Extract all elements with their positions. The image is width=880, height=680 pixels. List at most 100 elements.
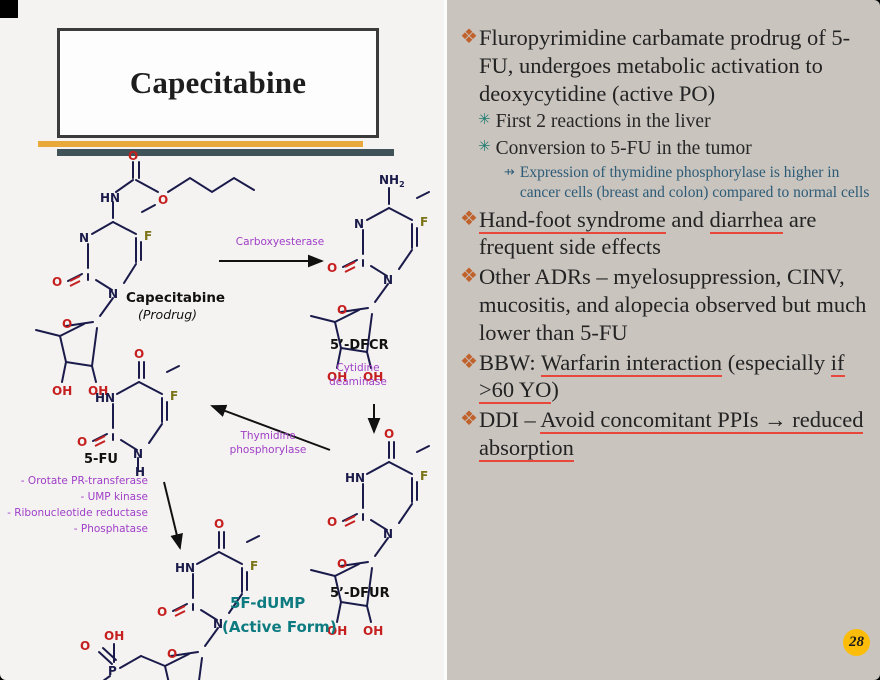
structure-label-dfcr: 5’-DFCR (330, 338, 389, 353)
bullet-marker-icon: ❖ (460, 406, 478, 431)
svg-text:O: O (214, 517, 224, 531)
underlined-emphasis: Avoid concomitant PPIs → reduced absorpt… (478, 407, 864, 462)
underlined-emphasis: diarrhea (709, 206, 784, 234)
metabolic-pathway-diagram: O HN O N O N O F OH OH (0, 150, 444, 680)
plain-text: ) (551, 377, 559, 403)
svg-text:OH: OH (52, 384, 72, 398)
svg-text:O: O (62, 317, 72, 331)
slide-number-text: 28 (849, 634, 864, 650)
svg-text:OH: OH (363, 624, 383, 638)
title-box: Capecitabine (57, 28, 379, 138)
plain-text: DDI – (478, 407, 541, 433)
svg-text:O: O (128, 150, 138, 163)
bullet-item-level1: ❖DDI – Avoid concomitant PPIs → reduced … (460, 406, 876, 462)
svg-text:N: N (133, 447, 143, 461)
bullet-item-level1: ❖Hand-foot syndrome and diarrhea are fre… (460, 206, 876, 262)
bullet-item-level3: ⇸Expression of thymidine phosphorylase i… (504, 163, 876, 203)
svg-text:OH: OH (327, 624, 347, 638)
bullet-marker-icon: ❖ (460, 205, 478, 230)
svg-text:HN: HN (345, 471, 365, 485)
enzyme-label-thymidine-phosphorylase-line1: Thymidine (240, 430, 296, 442)
svg-text:H: H (135, 465, 145, 479)
svg-text:HN: HN (175, 561, 195, 575)
bullet-item-level1: ❖Other ADRs – myelosuppression, CINV, mu… (460, 263, 876, 346)
svg-text:O: O (77, 435, 87, 449)
bullet-text: Expression of thymidine phosphorylase is… (519, 164, 870, 201)
bullet-text: DDI – Avoid concomitant PPIs → reduced a… (478, 406, 876, 462)
svg-text:O: O (80, 639, 90, 653)
underlined-emphasis: Warfarin interaction (540, 349, 723, 377)
bullet-text: Hand-foot syndrome and diarrhea are freq… (478, 206, 876, 262)
enzyme-label-cytidine-deaminase-line1: Cytidine (336, 362, 380, 374)
corner-notch (0, 0, 18, 18)
enzyme-label-thymidine-phosphorylase-line2: phosphorylase (229, 444, 307, 456)
bullet-text: BBW: Warfarin interaction (especially if… (478, 349, 876, 405)
plain-text: and (665, 206, 710, 232)
bullet-marker-icon: ✳ (478, 136, 491, 155)
svg-text:N: N (213, 617, 223, 631)
svg-text:OH: OH (104, 629, 124, 643)
svg-text:F: F (420, 215, 428, 229)
structure-label-5fu: 5-FU (84, 452, 118, 467)
structure-label-5f-dump: 5F-dUMP (230, 594, 306, 612)
structure-label-dfur: 5’-DFUR (330, 586, 390, 601)
svg-text:O: O (167, 647, 177, 661)
underlined-emphasis: if >60 YO (478, 349, 845, 405)
structure-sublabel-active-form: (Active Form) (222, 618, 337, 636)
enzyme-list-item-0: - Orotate PR-transferase (20, 475, 148, 487)
bullet-item-level2: ✳First 2 reactions in the liver (478, 109, 876, 134)
svg-text:O: O (158, 193, 168, 207)
svg-text:NH2: NH2 (379, 173, 405, 189)
svg-text:N: N (79, 231, 89, 245)
svg-text:F: F (420, 469, 428, 483)
svg-text:N: N (354, 217, 364, 231)
enzyme-label-cytidine-deaminase-line2: deaminase (329, 376, 387, 388)
panel-divider (444, 0, 447, 680)
bullet-marker-icon: ❖ (460, 348, 478, 373)
bullet-item-level1: ❖BBW: Warfarin interaction (especially i… (460, 349, 876, 405)
plain-text: are frequent side effects (478, 206, 817, 260)
bullet-text: First 2 reactions in the liver (495, 111, 711, 133)
svg-text:P: P (108, 664, 117, 678)
bullet-marker-icon: ❖ (460, 24, 478, 48)
bullet-item-level2: ✳Conversion to 5-FU in the tumor (478, 136, 876, 161)
bullet-text: Fluropyrimidine carbamate prodrug of 5-F… (478, 25, 851, 106)
bullet-marker-icon: ✳ (478, 110, 491, 129)
svg-text:O: O (337, 303, 347, 317)
svg-text:O: O (327, 261, 337, 275)
svg-text:O: O (134, 347, 144, 361)
page-title: Capecitabine (129, 65, 307, 100)
svg-text:N: N (383, 527, 393, 541)
svg-text:OH: OH (327, 370, 347, 384)
svg-text:O: O (52, 275, 62, 289)
svg-text:O: O (337, 557, 347, 571)
bullet-marker-icon: ⇸ (504, 165, 515, 181)
plain-text: BBW: (478, 349, 541, 375)
right-panel (447, 0, 880, 680)
svg-text:N: N (383, 273, 393, 287)
enzyme-list-item-2: - Ribonucleotide reductase (7, 507, 148, 519)
plain-text: (especially (722, 349, 831, 375)
svg-text:O: O (157, 605, 167, 619)
enzyme-label-carboxyesterase: Carboxyesterase (235, 236, 325, 248)
svg-text:F: F (170, 389, 178, 403)
svg-text:HN: HN (100, 191, 120, 205)
enzyme-list-item-3: - Phosphatase (73, 523, 148, 535)
svg-text:HN: HN (95, 391, 115, 405)
bullet-text: Conversion to 5-FU in the tumor (495, 137, 752, 159)
svg-text:N: N (108, 287, 118, 301)
slide-number-badge: 28 (843, 629, 870, 656)
svg-text:O: O (384, 427, 394, 441)
underlined-emphasis: Hand-foot syndrome (478, 206, 666, 234)
structure-label-capecitabine: Capecitabine (126, 290, 226, 306)
enzyme-list-item-1: - UMP kinase (80, 491, 148, 503)
structure-sublabel-prodrug: (Prodrug) (138, 307, 198, 322)
svg-text:O: O (327, 515, 337, 529)
accent-bar-amber (38, 141, 363, 147)
svg-text:OH: OH (363, 370, 383, 384)
bullet-item-level1: ❖Fluropyrimidine carbamate prodrug of 5-… (460, 24, 876, 107)
content-bullet-list: ❖Fluropyrimidine carbamate prodrug of 5-… (460, 24, 876, 464)
accent-bar-slate (57, 149, 394, 156)
bullet-text: Other ADRs – myelosuppression, CINV, muc… (478, 264, 867, 345)
